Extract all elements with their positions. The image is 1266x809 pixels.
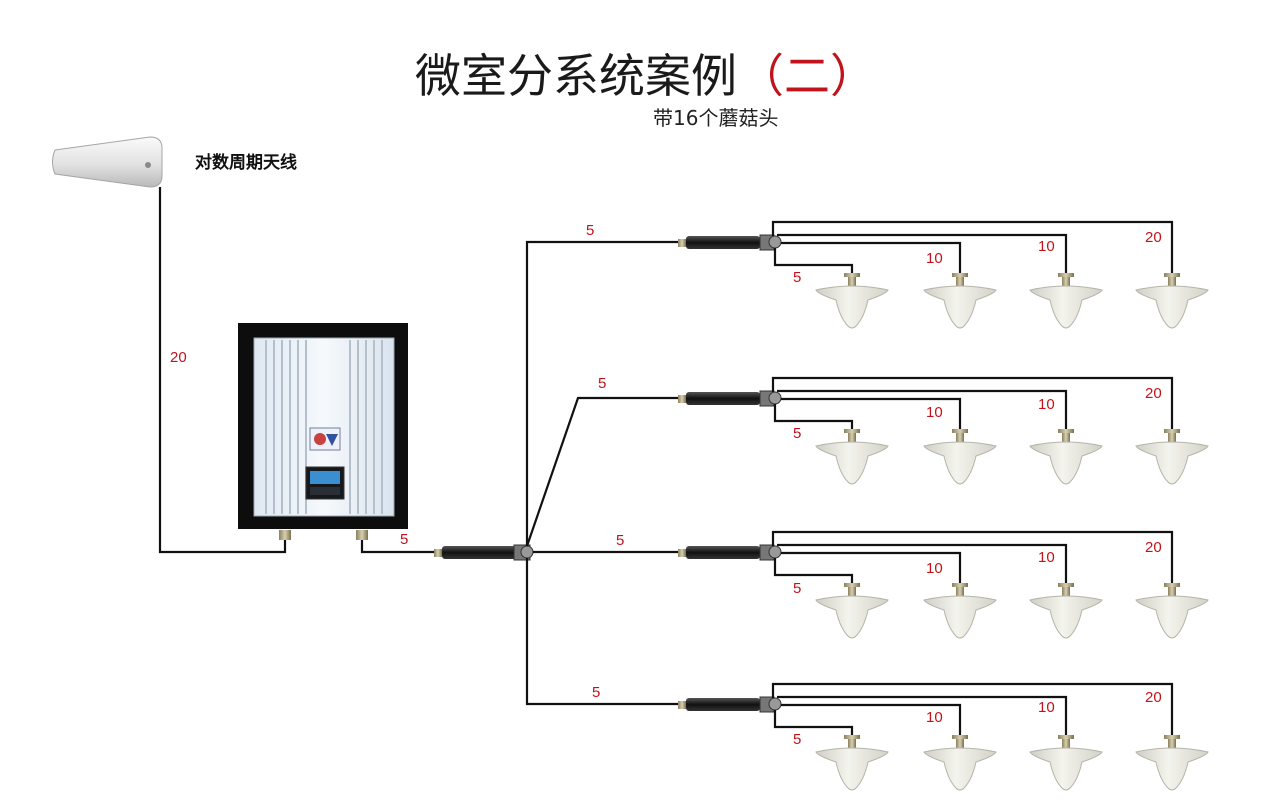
cable-length-group-3-c: 10 [1038, 549, 1055, 566]
ceiling-antenna-icon [923, 273, 997, 329]
cable-length-group-2-a: 5 [793, 425, 801, 442]
ceiling-antenna-icon [1029, 429, 1103, 485]
cable-length-branch-4: 5 [592, 684, 600, 701]
branch-cable-2 [525, 396, 680, 547]
cable-length-group-2-b: 10 [926, 404, 943, 421]
cable-length-group-4-c: 10 [1038, 699, 1055, 716]
ceiling-antenna-icon [923, 429, 997, 485]
ceiling-antenna-icon [815, 583, 889, 639]
cable-length-group-1-b: 10 [926, 250, 943, 267]
ceiling-antenna-icon [1029, 273, 1103, 329]
group-splitter-1 [686, 236, 760, 249]
cable-length-repeater-out: 5 [400, 531, 408, 548]
ceiling-antenna-icon [923, 735, 997, 791]
cable-length-group-1-d: 20 [1145, 229, 1162, 246]
repeater-port-service-icon [356, 530, 368, 540]
repeater-port-donor-icon [279, 530, 291, 540]
repeater-unit [238, 323, 408, 540]
cable-length-group-3-a: 5 [793, 580, 801, 597]
antenna-group-2: 5 10 10 20 [678, 376, 1209, 485]
ceiling-antenna-icon [1135, 429, 1209, 485]
branch-cable-4 [525, 558, 680, 706]
ceiling-antenna-icon [815, 273, 889, 329]
cable-length-branch-3: 5 [616, 532, 624, 549]
cable-length-antenna-feed: 20 [170, 349, 187, 366]
antenna-label: 对数周期天线 [195, 152, 297, 173]
antenna-group-3: 5 10 10 20 [678, 530, 1209, 639]
cable-length-group-2-c: 10 [1038, 396, 1055, 413]
title-block: 微室分系统案例 （二） 带16个蘑菇头 [415, 49, 876, 130]
ceiling-antenna-icon [1029, 735, 1103, 791]
group-splitter-4 [686, 698, 760, 711]
page-title-suffix: （二） [738, 49, 876, 103]
repeater-out-cable [360, 540, 438, 554]
cable-length-group-4-b: 10 [926, 709, 943, 726]
group-splitter-2 [686, 392, 760, 405]
cable-length-group-4-a: 5 [793, 731, 801, 748]
main-power-splitter [434, 544, 534, 561]
branch-cable-1 [525, 240, 680, 546]
group-splitter-3 [686, 546, 760, 559]
page-title: 微室分系统案例 [415, 49, 737, 103]
ceiling-antenna-icon [815, 429, 889, 485]
group-splitter-hub-icon [768, 391, 782, 405]
cable-length-group-2-d: 20 [1145, 385, 1162, 402]
cable-length-group-1-c: 10 [1038, 238, 1055, 255]
cable-length-branch-1: 5 [586, 222, 594, 239]
ceiling-antenna-icon [923, 583, 997, 639]
ceiling-antenna-icon [1135, 273, 1209, 329]
main-splitter-hub-icon [520, 545, 534, 559]
cable-length-group-3-b: 10 [926, 560, 943, 577]
cable-length-branch-2: 5 [598, 375, 606, 392]
cable-length-group-1-a: 5 [793, 269, 801, 286]
antenna-feed-cable [158, 187, 287, 554]
group-splitter-hub-icon [768, 545, 782, 559]
group-splitter-hub-icon [768, 235, 782, 249]
log-periodic-antenna [52, 136, 163, 188]
cable-length-group-4-d: 20 [1145, 689, 1162, 706]
antenna-group-4: 5 10 10 20 [678, 682, 1209, 791]
antenna-group-1: 5 10 10 20 [678, 220, 1209, 329]
page-subtitle: 带16个蘑菇头 [653, 106, 778, 130]
cable-length-group-3-d: 20 [1145, 539, 1162, 556]
ceiling-antenna-icon [815, 735, 889, 791]
ceiling-antenna-icon [1135, 735, 1209, 791]
ceiling-antenna-icon [1029, 583, 1103, 639]
ceiling-antenna-icon [1135, 583, 1209, 639]
antenna-connector-icon [145, 162, 151, 168]
group-splitter-hub-icon [768, 697, 782, 711]
